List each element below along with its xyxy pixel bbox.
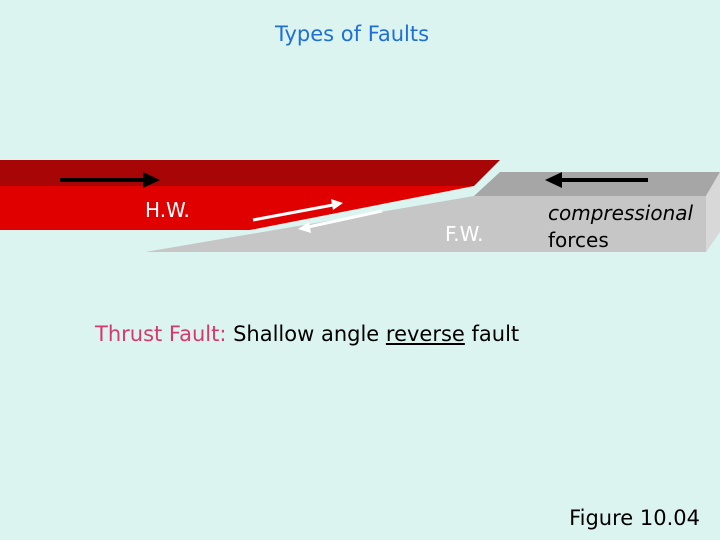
slip-arrow-up-icon [252,199,343,222]
caption-term: Thrust Fault: [95,322,227,346]
hanging-wall-front [0,186,474,230]
hanging-wall-top [0,160,500,186]
foot-wall-front [145,196,706,252]
foot-wall-top [474,172,720,196]
caption-text-post: fault [464,322,520,346]
slip-arrow-down-icon [298,209,383,233]
foot-wall-label: F.W. [445,222,484,246]
page-title: Types of Faults [274,22,430,46]
arrow-left-icon [545,172,648,188]
figure-label: Figure 10.04 [569,506,700,530]
foot-wall-side [706,172,720,252]
forces-label-line2: forces [548,228,609,252]
forces-label-line1: compressional [548,201,694,225]
caption-underlined-word: reverse [385,322,465,346]
fault-caption: Thrust Fault: Shallow angle reverse faul… [95,322,519,346]
hanging-wall-label: H.W. [145,198,190,222]
caption-text-pre: Shallow angle [226,322,386,346]
arrow-right-icon [60,172,160,188]
forces-label: compressional forces [548,200,693,254]
